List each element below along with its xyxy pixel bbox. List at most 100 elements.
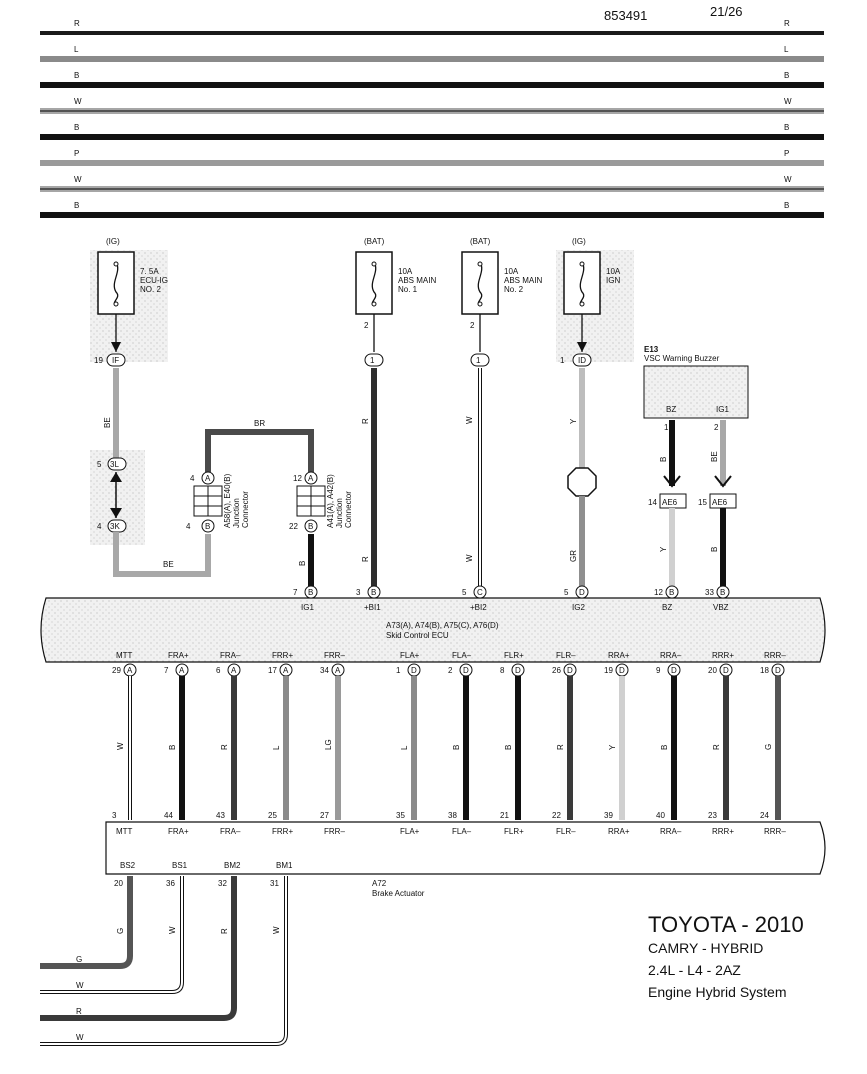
fuse-name: No. 1 — [398, 285, 418, 294]
wire-label-be-top: BE — [103, 417, 112, 428]
octagon-splice-icon — [567, 467, 597, 497]
actuator-top-name: FRR+ — [272, 827, 293, 836]
ecu-bottom-pin-name: RRA– — [660, 651, 682, 660]
fuse-terminal — [113, 261, 119, 267]
bottom-bus-wire-outline — [40, 876, 184, 994]
fuse-supply-label: (BAT) — [470, 237, 491, 246]
actuator-top-name: FLA– — [452, 827, 472, 836]
bus-wire-label-right: P — [784, 149, 789, 158]
ecu-body — [40, 597, 826, 663]
ecu-top-pin-num: 7 — [293, 588, 298, 597]
ecu-wire-label: R — [712, 744, 721, 750]
ecu-bottom-pin-letter: D — [463, 666, 469, 675]
fuse-connector-label: 1 — [370, 356, 375, 365]
chevron-down-icon — [663, 475, 681, 488]
actuator-bottom-num: 20 — [114, 879, 123, 888]
ecu-bottom-pin-letter: D — [515, 666, 521, 675]
ecu-top-pin-name: BZ — [662, 603, 672, 612]
ecu-bottom-pin-letter: D — [671, 666, 677, 675]
ecu-bottom-pin-letter: D — [775, 666, 781, 675]
ecu-bottom-pin-letter: A — [335, 666, 341, 675]
ecu-wire-label: G — [764, 744, 773, 750]
actuator-top-name: RRA– — [660, 827, 682, 836]
ecu-top-pin-num: 5 — [462, 588, 467, 597]
bottom-bus-wire-fill — [40, 876, 183, 993]
ecu-bottom-pin-num: 19 — [604, 666, 613, 675]
actuator-wire-label: W — [272, 926, 281, 934]
wire-label-br: BR — [254, 419, 265, 428]
ecu-name-line1: A73(A), A74(B), A75(C), A76(D) — [386, 621, 499, 630]
junction-bottom-num: 22 — [289, 522, 298, 531]
ecu-top-pin — [304, 585, 318, 599]
fuse-supply-label: (IG) — [106, 237, 120, 246]
buzzer-name: VSC Warning Buzzer — [644, 354, 720, 363]
ecu-bottom-pin-name: FLA– — [452, 651, 472, 660]
actuator-top-name: RRR+ — [712, 827, 734, 836]
actuator-bottom-name: BM2 — [224, 861, 241, 870]
fuse-connector — [572, 353, 592, 367]
wire-label-y-ign: Y — [569, 418, 578, 424]
ecu-top-pin-letter: B — [669, 588, 674, 597]
ecu-bottom-pin-name: FRR+ — [272, 651, 293, 660]
ecu-top-pin-letter: B — [371, 588, 376, 597]
wire-label-b-vbz: B — [710, 547, 719, 552]
ecu-bottom-pin-letter: D — [723, 666, 729, 675]
arrow-up-icon — [110, 472, 122, 482]
actuator-pin-num: 25 — [268, 811, 277, 820]
actuator-pin-num: 3 — [112, 811, 117, 820]
ecu-wire-label: B — [452, 745, 461, 750]
wire-label-b-bz: B — [659, 457, 668, 462]
ecu-top-pin-name: IG2 — [572, 603, 585, 612]
bottom-bus-label: R — [76, 1007, 82, 1016]
bus-wire-label-left: L — [74, 45, 79, 54]
fuse-terminal — [579, 261, 585, 267]
actuator-top-name: MTT — [116, 827, 133, 836]
ecu-bottom-pin-name: FLR– — [556, 651, 576, 660]
wire-label-y-bz: Y — [659, 546, 668, 552]
ecu-wire-label: B — [660, 745, 669, 750]
junction-label: Connector — [344, 491, 353, 528]
ecu-top-pin-letter: D — [579, 588, 585, 597]
ecu-top-pin-name: IG1 — [301, 603, 314, 612]
fuse-supply-label: (IG) — [572, 237, 586, 246]
ecu-top-pin-name: +BI1 — [364, 603, 381, 612]
ecu-bottom-pin-letter: A — [231, 666, 237, 675]
ecu-wire-label: R — [556, 744, 565, 750]
connector-3l — [107, 457, 127, 471]
bus-wire-label-left: B — [74, 201, 79, 210]
title-block: TOYOTA - 2010 CAMRY - HYBRID 2.4L - L4 -… — [648, 912, 804, 1000]
actuator-bottom-num: 32 — [218, 879, 227, 888]
fuse-rating: 10A — [606, 267, 621, 276]
ecu-top-pin — [473, 585, 487, 599]
fuse-connector-pin: 19 — [94, 356, 103, 365]
fuse-pin: 2 — [364, 321, 369, 330]
chevron-down-icon — [714, 475, 732, 488]
connector-3k-pin: 4 — [97, 522, 102, 531]
junction-bottom-letter: B — [205, 522, 210, 531]
bus-wire-label-right: R — [784, 19, 790, 28]
fuse-connector-pin: 1 — [560, 356, 565, 365]
actuator-top-name: FRA– — [220, 827, 241, 836]
junction-label: Junction — [335, 498, 344, 528]
bus-wire-label-right: B — [784, 71, 789, 80]
junction-top-pin — [304, 471, 318, 485]
wire-label-w-upper: W — [465, 416, 474, 424]
ecu-bottom-pin-letter: D — [411, 666, 417, 675]
ecu-bottom-pin-num: 29 — [112, 666, 121, 675]
actuator-pin-num: 38 — [448, 811, 457, 820]
actuator-id: A72 — [372, 879, 387, 888]
ecu-wire-label: W — [116, 742, 125, 750]
fuse-name: IGN — [606, 276, 620, 285]
ecu-bottom-pin-num: 20 — [708, 666, 717, 675]
ecu-top-pin-letter: B — [308, 588, 313, 597]
actuator-top-name: FLR+ — [504, 827, 524, 836]
ecu-bottom-pin-num: 1 — [396, 666, 401, 675]
bus-wire-label-right: B — [784, 201, 789, 210]
bus-wire-label-left: W — [74, 175, 82, 184]
